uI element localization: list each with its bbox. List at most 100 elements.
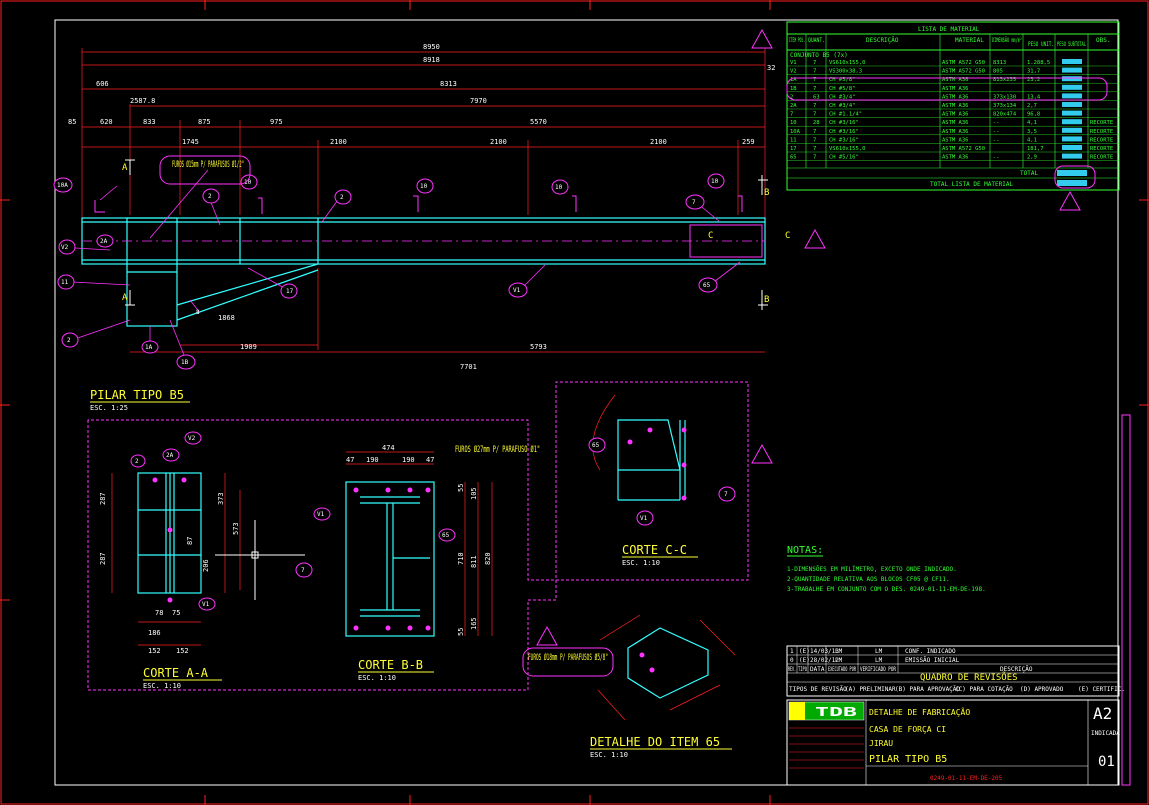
view-title-cut-b: CORTE B-B bbox=[358, 658, 423, 672]
ml-subtotal-cell bbox=[1062, 93, 1082, 99]
ml-cell-qty: 7 bbox=[813, 112, 816, 118]
ml-cell-desc: CH #1.1/4" bbox=[829, 112, 862, 118]
ml-cell-obs: RECORTE bbox=[1090, 146, 1113, 152]
ml-cell-obs: RECORTE bbox=[1090, 155, 1113, 161]
cut-b-dim-2: 190 bbox=[366, 456, 379, 464]
cut-a-dim-2: 373 bbox=[217, 492, 225, 505]
ml-cell-qty: 7 bbox=[813, 69, 816, 75]
ml-cell-item: 10 bbox=[790, 120, 797, 126]
dim-top-10: 1745 bbox=[182, 138, 199, 146]
ml-cell-dim: 805 bbox=[993, 69, 1003, 75]
rev-col-verif: VERIFICADO POR bbox=[860, 666, 896, 673]
tag-10-a: 10 bbox=[420, 183, 428, 190]
dim-top-16: 259 bbox=[742, 138, 755, 146]
ml-subtotal-cell bbox=[1062, 127, 1082, 133]
ml-cell-qty: 7 bbox=[813, 129, 816, 135]
ml-cell-desc: VS610x155,0 bbox=[829, 146, 865, 152]
ml-cell-unit: 1.288,5 bbox=[1027, 60, 1050, 66]
project-name: CASA DE FORÇA CI bbox=[869, 725, 946, 734]
cut-a-dim-6: 78 bbox=[155, 609, 163, 617]
rev-legend-4: (D) APROVADO bbox=[1020, 686, 1064, 693]
rev-col-desc: DESCRIÇÃO bbox=[1000, 666, 1033, 673]
ml-h-obs: OBS. bbox=[1096, 37, 1110, 44]
ml-subtotal-cell bbox=[1062, 59, 1082, 64]
cut-b-dim-0: 474 bbox=[382, 444, 395, 452]
ml-cell-mat: ASTM A572 G50 bbox=[942, 60, 985, 66]
tag-11: 11 bbox=[61, 279, 69, 286]
view-scale-cut-c: ESC. 1:10 bbox=[622, 559, 660, 567]
title-block: TDB DETALHE DE FABRICAÇÃO CASA DE FORÇA … bbox=[786, 699, 1120, 786]
cut-b-dim-3: 190 bbox=[402, 456, 415, 464]
dimension-texts-top: 8950 8918 8313 7970 5570 606 2587.8 85 6… bbox=[68, 43, 775, 146]
cut-b-bottom-label: B bbox=[764, 295, 769, 305]
tag-v2: V2 bbox=[61, 244, 69, 251]
ml-cell-desc: VS300x38,3 bbox=[829, 69, 862, 75]
cut-c-right-label: C bbox=[785, 231, 790, 241]
cut-a-tag-v1: V1 bbox=[202, 601, 210, 608]
view-scale-cut-a: ESC. 1:10 bbox=[143, 682, 181, 690]
tag-2a: 2A bbox=[100, 238, 108, 245]
ml-cell-qty: 7 bbox=[813, 155, 816, 161]
rev-legend-1: (A) PRELIMINAR bbox=[845, 686, 896, 693]
ml-cell-item: 1A bbox=[790, 77, 797, 83]
ml-cell-item: 1B bbox=[790, 86, 797, 92]
cut-b-dim-9: 820 bbox=[484, 552, 492, 565]
rev-row0-rev: 1 bbox=[790, 648, 794, 655]
dim-top-3: 7970 bbox=[470, 97, 487, 105]
item-tags-main bbox=[53, 173, 725, 370]
cut-a-dim-10: 152 bbox=[176, 647, 189, 655]
cut-a-view: 287 287 373 573 206 87 78 75 186 152 152… bbox=[99, 431, 305, 690]
ml-grand-total: TOTAL LISTA DE MATERIAL bbox=[930, 181, 1013, 188]
ml-cell-desc: CH #5/8" bbox=[829, 77, 856, 83]
cut-b-tag-v1: V1 bbox=[317, 511, 325, 518]
callout-holes-main: FUROS Ø15mm P/ PARAFUSOS Ø1/2" bbox=[172, 159, 244, 170]
cut-a-tag-2a: 2A bbox=[166, 452, 174, 459]
company-name: TDB bbox=[815, 705, 857, 719]
dim-top-13: 2100 bbox=[330, 138, 347, 146]
ml-cell-unit: 2,7 bbox=[1027, 103, 1037, 109]
rev-row1-desc: EMISSÃO INICIAL bbox=[905, 657, 960, 664]
ml-cell-unit: 181,7 bbox=[1027, 146, 1044, 152]
dim-top-7: 85 bbox=[68, 118, 76, 126]
view-title-detail-d: DETALHE DO ITEM 65 bbox=[590, 735, 720, 749]
rev-col-type: TIPO bbox=[798, 666, 807, 673]
tag-65: 65 bbox=[703, 282, 711, 289]
cut-c-tag-7: 7 bbox=[724, 491, 728, 498]
cut-a-dim-7: 75 bbox=[172, 609, 180, 617]
callout-holes-b: FUROS Ø27mm P/ PARAFUSO Ø1" bbox=[455, 444, 540, 455]
ml-subtotal-cell bbox=[1062, 67, 1082, 73]
cut-a-dim-4: 206 bbox=[202, 559, 210, 572]
dim-top-9: 833 bbox=[143, 118, 156, 126]
dimension-texts-bottom: 1909 5793 7701 1868 bbox=[218, 314, 547, 371]
drawing-title: PILAR TIPO B5 bbox=[869, 754, 947, 765]
ml-cell-mat: ASTM A36 bbox=[942, 112, 969, 118]
dim-bottom-0: 1909 bbox=[240, 343, 257, 351]
tag-2-b: 2 bbox=[208, 193, 212, 200]
site-name: JIRAU bbox=[869, 739, 893, 748]
rev-row1-type: (E) bbox=[799, 657, 810, 664]
dim-bottom-2: 7701 bbox=[460, 363, 477, 371]
ml-cell-item: 10A bbox=[790, 129, 801, 135]
dim-top-6: 2587.8 bbox=[130, 97, 155, 105]
ml-cell-dim: -- bbox=[993, 155, 1000, 161]
ml-subtotal-cell bbox=[1062, 102, 1082, 107]
ml-cell-item: V1 bbox=[790, 60, 797, 66]
ml-cell-mat: ASTM A572 G50 bbox=[942, 69, 985, 75]
cut-b-dim-1: 47 bbox=[346, 456, 354, 464]
ml-h-qty: QUANT. bbox=[808, 37, 825, 44]
ml-cell-obs: RECORTE bbox=[1090, 137, 1113, 143]
rev-row1-rev: 0 bbox=[790, 657, 794, 664]
cut-b-dim-10: 165 bbox=[470, 617, 478, 630]
tag-1b: 1B bbox=[181, 359, 189, 366]
dim-bottom-1: 5793 bbox=[530, 343, 547, 351]
view-scale-cut-b: ESC. 1:10 bbox=[358, 674, 396, 682]
rev-row0-by: LM bbox=[835, 648, 843, 655]
dim-top-17: 32 bbox=[767, 64, 775, 72]
ml-subtotal-cell bbox=[1062, 110, 1082, 116]
rev-row1-date: 28/02/12 bbox=[810, 657, 839, 664]
ml-group: CONJUNTO B5 (7x) bbox=[790, 52, 848, 59]
detail-item-65-view: FUROS Ø18mm P/ PARAFUSOS Ø5/8" DETALHE D… bbox=[522, 614, 736, 759]
ml-cell-unit: 23,2 bbox=[1027, 77, 1040, 83]
